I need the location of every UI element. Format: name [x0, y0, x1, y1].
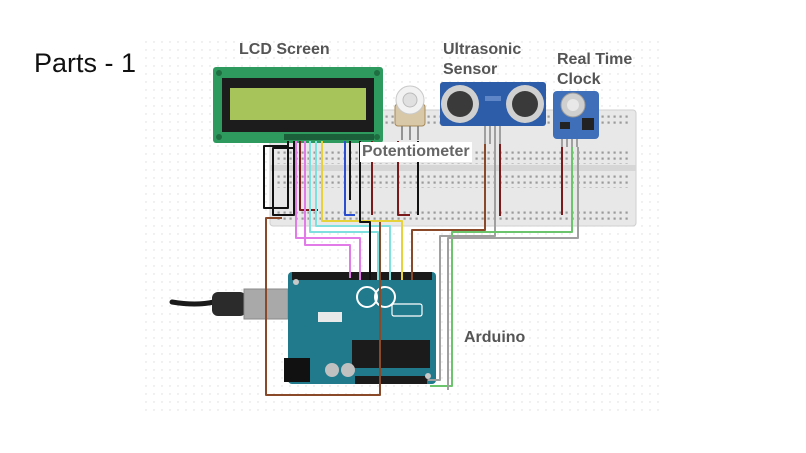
ultrasonic-label: Ultrasonic Sensor	[443, 41, 522, 78]
arduino-uno	[284, 272, 436, 384]
lcd-label: LCD Screen	[239, 41, 330, 58]
potentiometer-label: Potentiometer	[360, 142, 472, 162]
lcd-module	[213, 67, 383, 143]
wires	[263, 141, 579, 396]
breadboard	[269, 109, 637, 227]
rtc-label: Real Time Clock	[557, 51, 633, 88]
rtc-module	[553, 91, 599, 147]
slide-title: Parts - 1	[34, 48, 137, 78]
arduino-label: Arduino	[464, 329, 526, 346]
potentiometer	[394, 85, 426, 140]
ultrasonic-sensor	[440, 82, 546, 144]
